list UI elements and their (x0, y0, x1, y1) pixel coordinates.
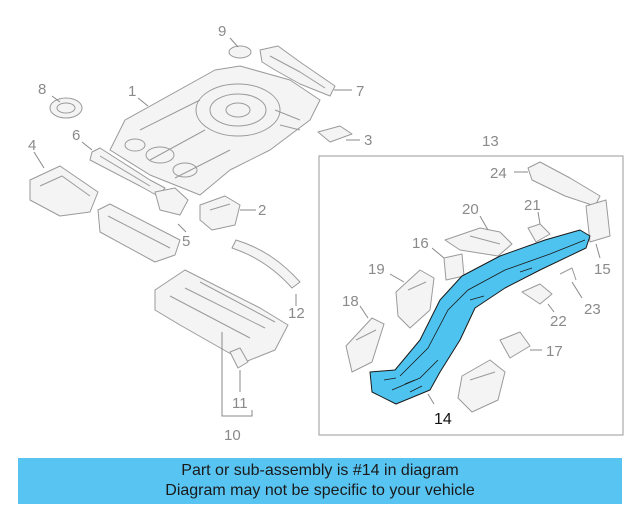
part-16-bracket[interactable] (431, 247, 465, 281)
callout-2: 2 (258, 202, 266, 219)
callout-14: 14 (434, 411, 452, 428)
part-22-bracket[interactable] (521, 283, 555, 313)
callout-15: 15 (594, 261, 611, 278)
callout-18: 18 (342, 293, 359, 310)
part-2-bracket[interactable] (199, 195, 256, 231)
part-7-bracket[interactable] (259, 45, 352, 97)
part-19-bracket[interactable] (389, 269, 435, 329)
callout-3: 3 (364, 132, 372, 149)
callout-6: 6 (72, 127, 80, 144)
part-3-bracket[interactable] (317, 125, 360, 143)
callout-13: 13 (482, 133, 499, 150)
callout-1: 1 (128, 83, 136, 100)
info-banner: Part or sub-assembly is #14 in diagram D… (18, 458, 622, 504)
callout-4: 4 (28, 137, 36, 154)
callout-17: 17 (546, 343, 563, 360)
callout-7: 7 (356, 83, 364, 100)
banner-line-2: Diagram may not be specific to your vehi… (165, 482, 475, 499)
part-17-bracket[interactable] (499, 331, 542, 359)
part-1-rear-floor-pan[interactable] (109, 65, 321, 196)
part-15-plate[interactable] (585, 199, 611, 259)
part-4-floor-member (97, 203, 181, 263)
callout-16: 16 (412, 235, 429, 252)
callout-20: 20 (462, 201, 479, 218)
callout-5: 5 (182, 233, 190, 250)
callout-21: 21 (524, 197, 541, 214)
part-12-crossmember[interactable] (231, 239, 301, 306)
callout-12: 12 (288, 305, 305, 322)
part-20-bracket[interactable] (444, 215, 513, 257)
banner-line-1: Part or sub-assembly is #14 in diagram (181, 462, 459, 479)
part-4-side-sill[interactable] (29, 151, 99, 217)
callout-8: 8 (38, 81, 46, 98)
callout-23: 23 (584, 301, 601, 318)
callout-9: 9 (218, 23, 226, 40)
callout-22: 22 (550, 313, 567, 330)
callout-19: 19 (368, 261, 385, 278)
part-extension (457, 359, 506, 413)
part-8-grommet[interactable] (49, 95, 83, 119)
callout-10: 10 (224, 427, 241, 444)
detail-box-13 (318, 155, 624, 436)
part-10-front-floor[interactable] (154, 269, 289, 417)
part-9-plug[interactable] (228, 37, 252, 59)
part-18-bracket[interactable] (345, 305, 385, 373)
part-24-bracket[interactable] (514, 161, 601, 207)
callout-24: 24 (490, 165, 507, 182)
part-14-side-rail-highlighted[interactable] (369, 229, 591, 405)
callout-11: 11 (232, 395, 248, 412)
part-23-clip[interactable] (559, 267, 583, 299)
part-21-bracket[interactable] (527, 211, 551, 243)
part-5-bracket[interactable] (154, 187, 189, 233)
